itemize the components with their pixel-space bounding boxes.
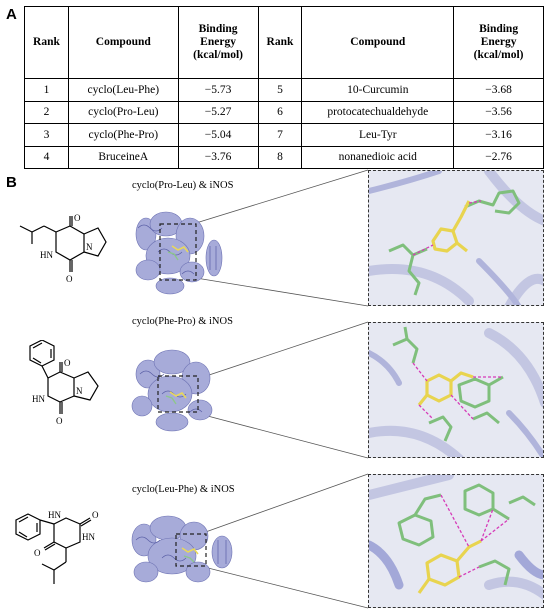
table-header-row: Rank Compound Binding Energy (kcal/mol) … (24, 6, 544, 79)
binding-site-phe-pro (369, 323, 543, 457)
energy-cell: −3.16 (453, 123, 544, 147)
header-rank-2: Rank (257, 6, 303, 79)
table-row: 3 cyclo(Phe-Pro) −5.04 7 Leu-Tyr −3.16 (24, 123, 544, 147)
header-be-line1: Binding (198, 23, 238, 35)
energy-cell: −2.76 (453, 145, 544, 169)
binding-site-leu-phe (369, 475, 543, 607)
table-row: 2 cyclo(Pro-Leu) −5.27 6 protocatechuald… (24, 100, 544, 124)
compound-cell: 10-Curcumin (301, 78, 455, 102)
atom-nh: HN (32, 394, 45, 404)
compound-cell: cyclo(Leu-Phe) (67, 78, 179, 102)
compound-cell: protocatechualdehyde (301, 100, 455, 124)
panel-b-label: B (6, 174, 17, 191)
complex-label-leu-phe: cyclo(Leu-Phe) & iNOS (132, 484, 235, 495)
binding-energy-table: Rank Compound Binding Energy (kcal/mol) … (24, 6, 544, 169)
rank-cell: 3 (24, 123, 69, 147)
atom-o: O (92, 510, 99, 520)
rank-cell: 2 (24, 100, 69, 124)
header-binding-energy: Binding Energy (kcal/mol) (177, 6, 259, 79)
energy-cell: −3.56 (453, 100, 544, 124)
rank-cell: 6 (257, 100, 303, 124)
energy-cell: −3.76 (177, 145, 259, 169)
header-binding-energy-2: Binding Energy (kcal/mol) (453, 6, 544, 79)
rank-cell: 8 (257, 145, 303, 169)
rank-cell: 4 (24, 145, 69, 169)
header-rank: Rank (24, 6, 69, 79)
complex-label-pro-leu: cyclo(Pro-Leu) & iNOS (132, 180, 234, 191)
header-be-line2: Energy (200, 36, 236, 48)
compound-cell: cyclo(Pro-Leu) (67, 100, 179, 124)
atom-nh: HN (82, 532, 95, 542)
atom-o: O (74, 213, 81, 223)
atom-nh: HN (48, 510, 61, 520)
compound-cell: Leu-Tyr (301, 123, 455, 147)
header-be2-line1: Binding (479, 23, 519, 35)
energy-cell: −3.68 (453, 78, 544, 102)
structure-cyclo-phe-pro: O N HN O (29, 340, 99, 426)
compound-cell: cyclo(Phe-Pro) (67, 123, 179, 147)
compound-cell: BruceineA (67, 145, 179, 169)
binding-site-pro-leu (369, 171, 543, 305)
table-row: 1 cyclo(Leu-Phe) −5.73 5 10-Curcumin −3.… (24, 78, 544, 102)
structure-cyclo-pro-leu: O N HN O (19, 213, 107, 284)
atom-n: N (76, 386, 83, 396)
compound-cell: nonanedioic acid (301, 145, 455, 169)
atom-o: O (64, 358, 71, 368)
header-be-line3: (kcal/mol) (193, 49, 243, 61)
rank-cell: 5 (257, 78, 303, 102)
protein-inos-2 (131, 349, 213, 432)
atom-n: N (86, 242, 93, 252)
table-row: 4 BruceineA −3.76 8 nonanedioic acid −2.… (24, 145, 544, 169)
energy-cell: −5.73 (177, 78, 259, 102)
atom-o: O (66, 274, 73, 284)
header-be2-line2: Energy (480, 36, 517, 48)
zoom-panel-leu-phe (368, 474, 544, 608)
header-compound-2: Compound (301, 6, 455, 79)
rank-cell: 1 (24, 78, 69, 102)
atom-o: O (34, 548, 41, 558)
zoom-panel-phe-pro (368, 322, 544, 458)
atom-nh: HN (40, 250, 53, 260)
energy-cell: −5.27 (177, 100, 259, 124)
panel-a-label: A (6, 6, 17, 23)
atom-o: O (56, 416, 63, 426)
protein-inos-3 (131, 515, 233, 583)
header-be2-line3: (kcal/mol) (473, 49, 524, 61)
energy-cell: −5.04 (177, 123, 259, 147)
protein-inos-1 (135, 211, 223, 295)
header-compound: Compound (67, 6, 179, 79)
structure-cyclo-leu-phe: O HN HN O (15, 510, 99, 584)
zoom-panel-pro-leu (368, 170, 544, 306)
rank-cell: 7 (257, 123, 303, 147)
complex-label-phe-pro: cyclo(Phe-Pro) & iNOS (132, 316, 233, 327)
